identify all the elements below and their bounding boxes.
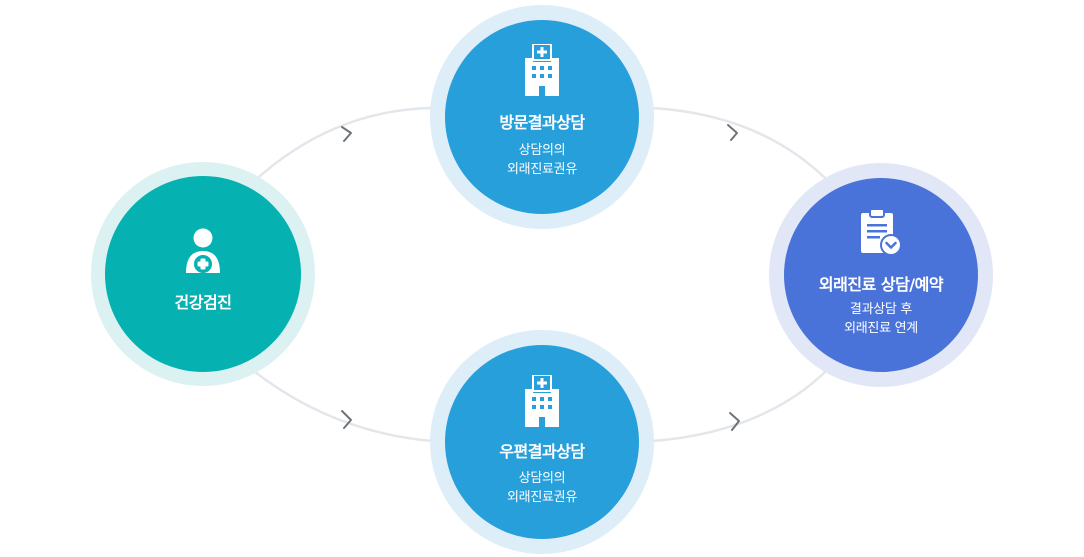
mail-consultation-node: 우편결과상담 상담의의 외래진료권유 [445, 345, 639, 539]
mail-desc-line2: 외래진료권유 [507, 490, 577, 505]
visit-desc-line2: 외래진료권유 [507, 162, 577, 177]
connector-visit-to-outpatient [651, 106, 833, 186]
checkup-node: 건강검진 [105, 176, 301, 372]
arrow-icon [341, 410, 352, 429]
arrow-icon [727, 124, 738, 141]
visit-desc-line1: 상담의의 [518, 143, 566, 158]
checkup-title: 건강검진 [174, 293, 232, 312]
person-medical-icon [186, 228, 220, 273]
connector-checkup-to-mail [249, 367, 433, 443]
mail-desc-line1: 상담의의 [518, 471, 566, 486]
hospital-building-icon [525, 375, 559, 427]
outpatient-booking-node: 외래진료 상담/예약 결과상담 후 외래진료 연계 [784, 178, 978, 372]
mail-description: 상담의의 외래진료권유 [445, 469, 639, 507]
outpatient-desc-line1: 결과상담 후 [849, 302, 913, 317]
outpatient-desc-line2: 외래진료 연계 [844, 321, 918, 336]
visit-title: 방문결과상담 [499, 113, 585, 132]
outpatient-description: 결과상담 후 외래진료 연계 [784, 300, 978, 338]
visit-consultation-node: 방문결과상담 상담의의 외래진료권유 [445, 20, 639, 214]
arrow-icon [729, 412, 740, 431]
mail-title: 우편결과상담 [499, 442, 585, 461]
clipboard-check-icon [861, 208, 902, 256]
visit-description: 상담의의 외래진료권유 [445, 141, 639, 179]
connector-checkup-to-visit [249, 106, 433, 186]
outpatient-title: 외래진료 상담/예약 [818, 275, 944, 294]
hospital-building-icon [525, 44, 559, 96]
arrow-icon [341, 126, 352, 142]
connector-mail-to-outpatient [651, 361, 836, 443]
